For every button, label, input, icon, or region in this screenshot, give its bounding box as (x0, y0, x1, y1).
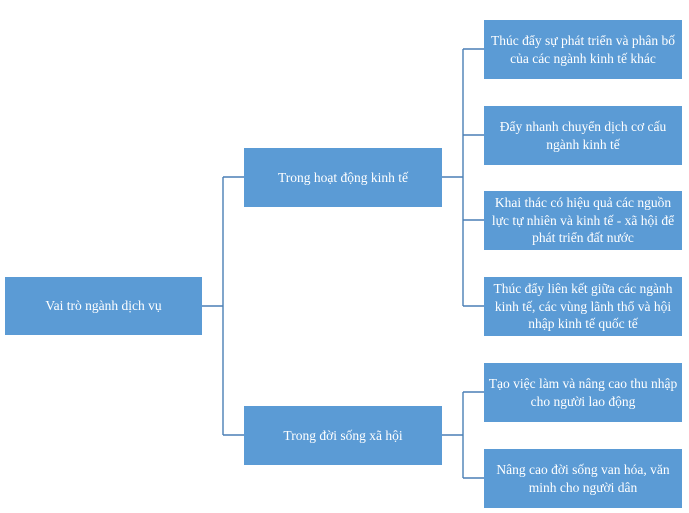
leaf-promote-linkage: Thúc đẩy liên kết giữa các ngành kinh tế… (484, 277, 682, 336)
branch-economic-activity: Trong hoạt động kinh tế (244, 148, 442, 207)
leaf-improve-culture: Nâng cao đời sống van hóa, văn minh cho … (484, 449, 682, 508)
root-node: Vai trò ngành dịch vụ (5, 277, 202, 335)
leaf-promote-development: Thúc đẩy sự phát triển và phân bố của cá… (484, 20, 682, 79)
leaf-create-jobs: Tạo việc làm và nâng cao thu nhập cho ng… (484, 363, 682, 422)
leaf-exploit-resources: Khai thác có hiệu quả các nguồn lực tự n… (484, 191, 682, 250)
branch-social-life: Trong đời sống xã hội (244, 406, 442, 465)
leaf-accelerate-restructuring: Đẩy nhanh chuyển dịch cơ cấu ngành kinh … (484, 106, 682, 165)
